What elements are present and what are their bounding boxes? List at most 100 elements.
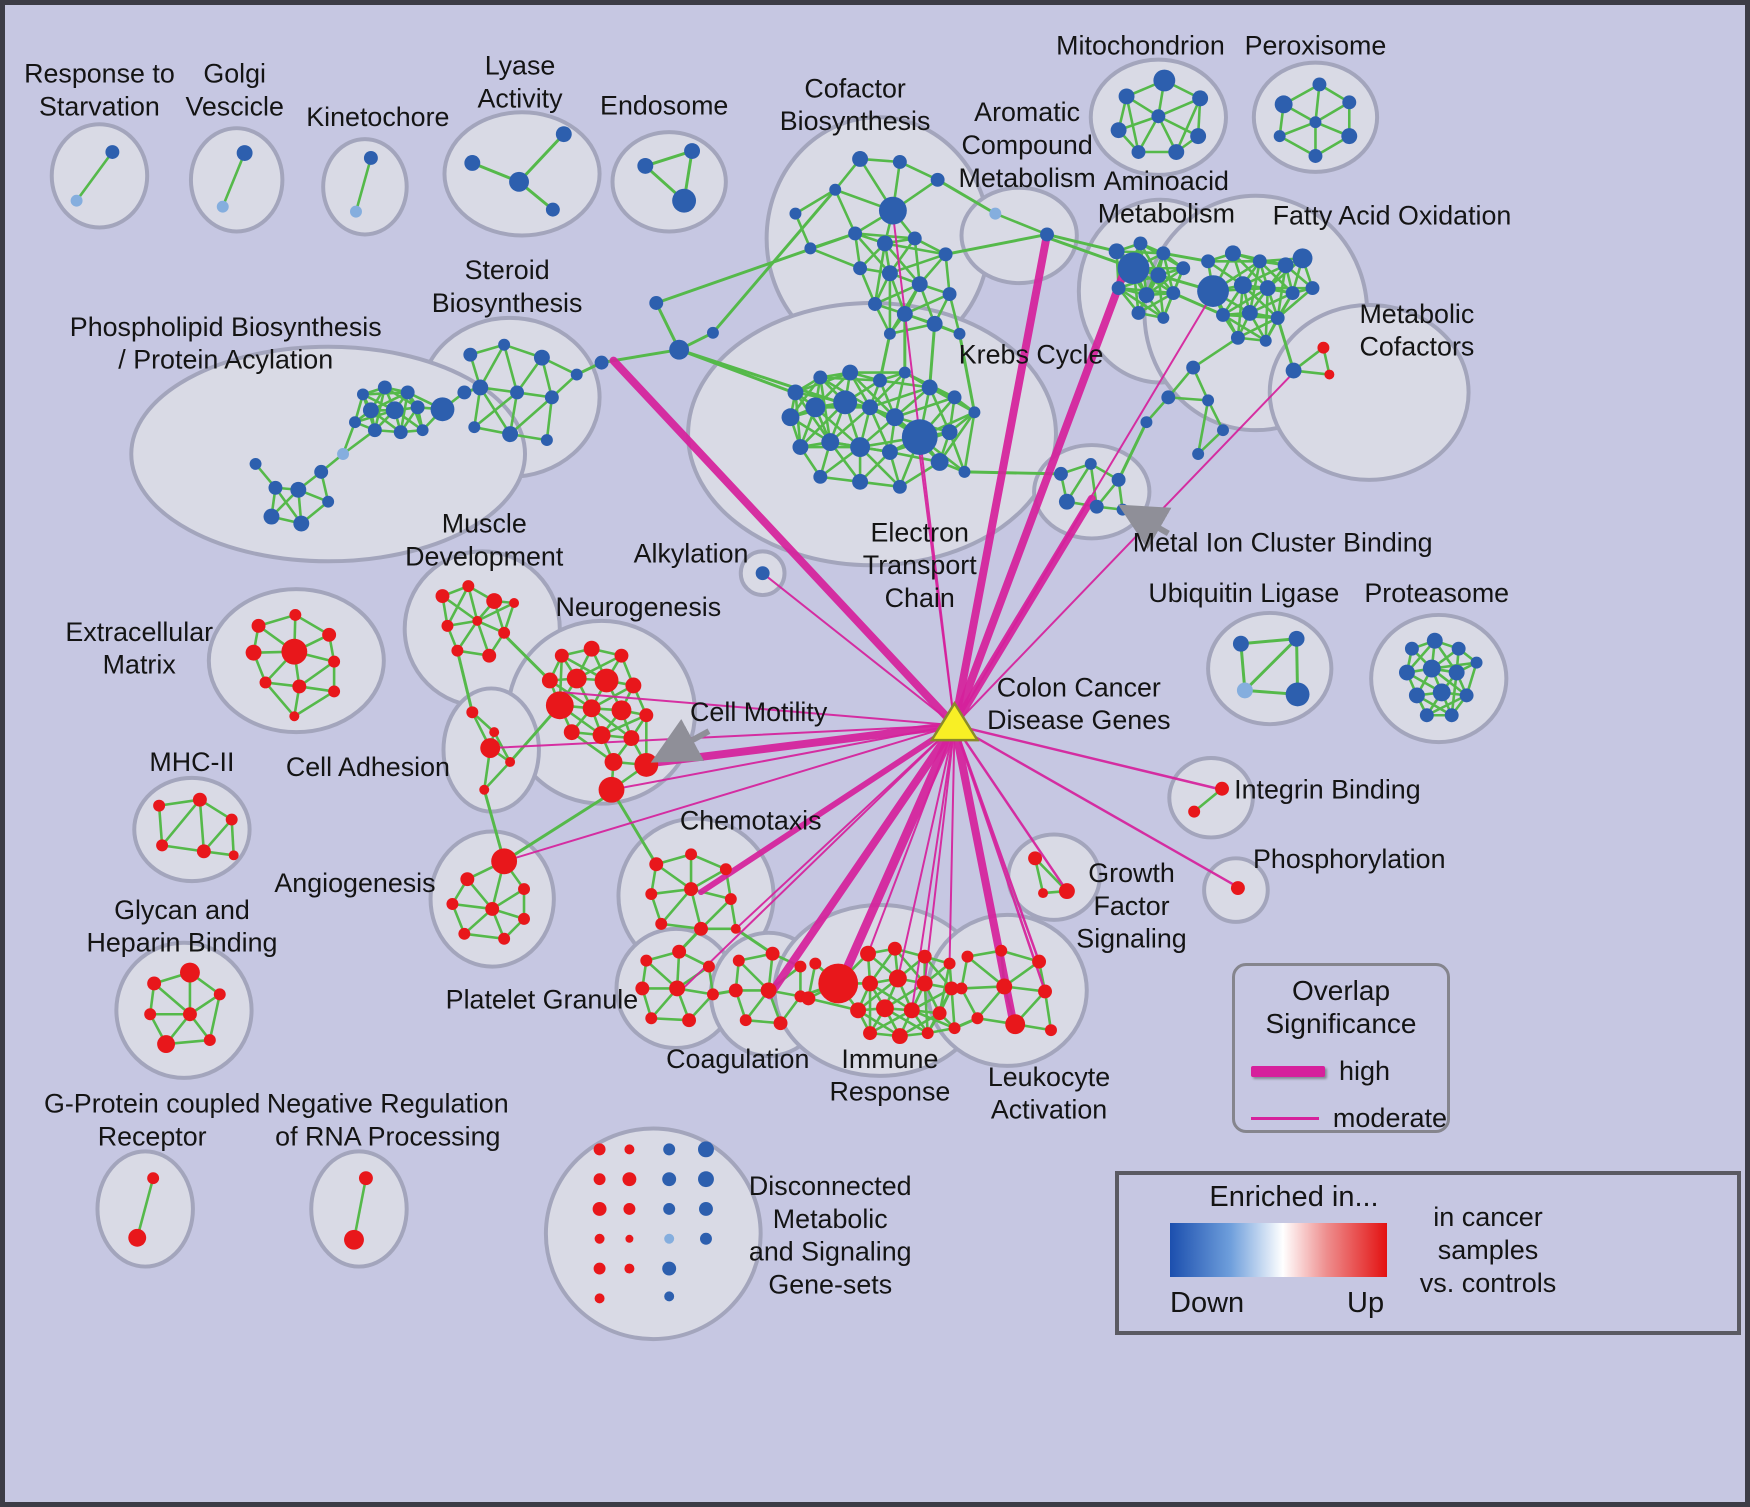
gene-set-node-mitochondrion — [1190, 128, 1207, 145]
gene-set-node-aromatic-compound-metabolism — [989, 207, 1002, 220]
cluster-label-immune-response: Immune — [841, 1044, 938, 1074]
gene-set-node-integrin-binding — [1188, 805, 1201, 818]
gene-set-node-electron-transport-chain — [901, 419, 938, 455]
gene-set-node-electron-transport-chain — [862, 399, 878, 416]
gene-set-node-glycan-heparin-binding — [157, 1035, 176, 1053]
connector-node — [594, 355, 609, 370]
gene-set-node-proteasome — [1448, 664, 1465, 681]
gene-set-node-neurogenesis — [598, 776, 625, 803]
gene-set-node-cofactor-biosynthesis — [911, 276, 928, 293]
gene-set-node-fatty-acid-oxidation — [1216, 307, 1230, 322]
gene-set-node-neurogenesis — [582, 699, 601, 718]
cluster-label-golgi-vescicle: Vescicle — [185, 91, 283, 121]
cluster-label-electron-transport-chain: Electron — [871, 517, 969, 547]
gene-set-node-electron-transport-chain — [805, 397, 826, 418]
cluster-label-aminoacid-metabolism: Aminoacid — [1104, 166, 1229, 196]
gene-set-node-mitochondrion — [1118, 88, 1135, 105]
cluster-label-mitochondrion: Mitochondrion — [1056, 31, 1225, 61]
gene-set-node-metal-ion-cluster-binding — [1058, 493, 1075, 510]
cluster-label-aromatic-compound-metabolism: Metabolism — [959, 163, 1096, 193]
gene-set-node-golgi-vescicle — [236, 145, 253, 161]
green-edge — [928, 323, 937, 388]
gene-set-node-extracellular-matrix — [289, 608, 302, 621]
gene-set-node-angiogenesis — [518, 912, 530, 925]
overlap-edge — [867, 724, 956, 955]
gene-set-node-disconnected-gene-sets — [662, 1261, 677, 1276]
gene-set-node-chemotaxis — [694, 921, 708, 936]
gene-set-node-fatty-acid-oxidation — [1192, 448, 1205, 460]
gene-set-node-fatty-acid-oxidation — [1305, 281, 1320, 296]
connector-node — [706, 326, 719, 339]
gene-set-node-aminoacid-metabolism — [1150, 267, 1167, 284]
overlap-edge — [953, 723, 1047, 993]
gene-set-node-proteasome — [1398, 664, 1415, 681]
gene-set-node-phospholipid-protein-acylation — [293, 515, 310, 532]
overlap-edge — [891, 212, 956, 727]
gene-set-node-muscle-development — [472, 615, 483, 626]
gene-set-node-platelet-granule — [702, 960, 715, 973]
gene-set-node-steroid-biosynthesis — [502, 426, 519, 443]
gene-set-node-extracellular-matrix — [281, 638, 308, 665]
gene-set-node-peroxisome — [1312, 77, 1327, 92]
gene-set-node-extracellular-matrix — [292, 679, 307, 694]
gene-set-node-cofactor-biosynthesis — [868, 297, 882, 311]
gene-set-node-proteasome — [1408, 687, 1425, 704]
cluster-label-growth-factor-signaling: Growth — [1088, 858, 1175, 888]
gene-set-node-fatty-acid-oxidation — [1201, 254, 1216, 269]
cluster-label-metabolic-cofactors: Cofactors — [1359, 332, 1474, 362]
gene-set-node-peroxisome — [1274, 95, 1293, 114]
green-edge — [610, 788, 658, 866]
gene-set-node-steroid-biosynthesis — [472, 379, 489, 396]
gene-set-node-immune-response — [801, 991, 816, 1006]
gene-set-node-neurogenesis — [592, 726, 611, 745]
gene-set-node-response-to-starvation — [70, 194, 83, 207]
gene-set-node-aminoacid-metabolism — [1131, 305, 1146, 320]
gene-set-node-cofactor-biosynthesis — [926, 315, 943, 332]
gene-set-node-steroid-biosynthesis — [570, 368, 583, 381]
cluster-label-leukocyte-activation: Activation — [991, 1095, 1107, 1125]
gene-set-node-ubiquitin-ligase — [1236, 682, 1253, 699]
gene-set-node-cofactor-biosynthesis — [930, 172, 945, 187]
gene-set-node-cofactor-biosynthesis — [953, 327, 966, 340]
gene-set-node-electron-transport-chain — [873, 373, 887, 388]
gene-set-node-peroxisome — [1309, 116, 1322, 129]
gene-set-node-muscle-development — [498, 626, 511, 639]
gene-set-node-leukocyte-activation — [1005, 1014, 1026, 1035]
gene-set-node-disconnected-gene-sets — [699, 1202, 713, 1216]
cluster-edges-aromatic-compound-metabolism — [994, 212, 1048, 236]
cluster-label-glycan-heparin-binding: Heparin Binding — [86, 928, 277, 958]
gene-set-node-fatty-acid-oxidation — [1186, 360, 1201, 375]
gene-set-node-chemotaxis — [730, 923, 741, 934]
overlap-edge — [953, 723, 1240, 889]
gene-set-node-extracellular-matrix — [245, 644, 262, 661]
gene-set-node-platelet-granule — [672, 944, 687, 959]
gene-set-node-disconnected-gene-sets — [664, 1291, 675, 1302]
gene-set-node-neurogenesis — [604, 753, 623, 771]
cluster-label-platelet-granule: Platelet Granule — [446, 984, 638, 1014]
enriched-in-legend: Enriched in... Down Up in cancer samples… — [1115, 1171, 1741, 1335]
gene-set-node-phospholipid-protein-acylation — [337, 448, 350, 460]
gene-set-node-aminoacid-metabolism — [1133, 236, 1148, 251]
gene-set-node-phospholipid-protein-acylation — [416, 424, 429, 437]
cluster-edges-kinetochore — [354, 157, 373, 212]
gene-set-node-ubiquitin-ligase — [1232, 635, 1249, 652]
gene-set-node-angiogenesis — [458, 927, 471, 940]
gene-set-node-leukocyte-activation — [971, 1012, 984, 1025]
gene-set-node-angiogenesis — [498, 932, 511, 945]
gene-set-node-extracellular-matrix — [328, 655, 341, 668]
gene-set-node-fatty-acid-oxidation — [1233, 276, 1252, 295]
cluster-label-neurogenesis: Neurogenesis — [556, 592, 722, 622]
gene-set-node-leukocyte-activation — [1045, 1024, 1057, 1037]
gene-set-node-neurogenesis — [634, 753, 659, 777]
gene-set-node-immune-response — [887, 941, 902, 956]
gene-set-node-aminoacid-metabolism — [1166, 286, 1181, 301]
overlap-edge — [910, 724, 956, 1012]
gene-set-node-immune-response — [860, 945, 876, 962]
gene-set-node-electron-transport-chain — [787, 384, 804, 401]
gene-set-node-g-protein-coupled-receptor — [128, 1228, 147, 1247]
gene-set-node-disconnected-gene-sets — [624, 1263, 635, 1274]
gene-set-node-immune-response — [888, 969, 907, 988]
gene-set-node-mitochondrion — [1192, 90, 1209, 107]
overlap-edge — [562, 691, 956, 727]
gene-set-node-electron-transport-chain — [821, 433, 840, 452]
